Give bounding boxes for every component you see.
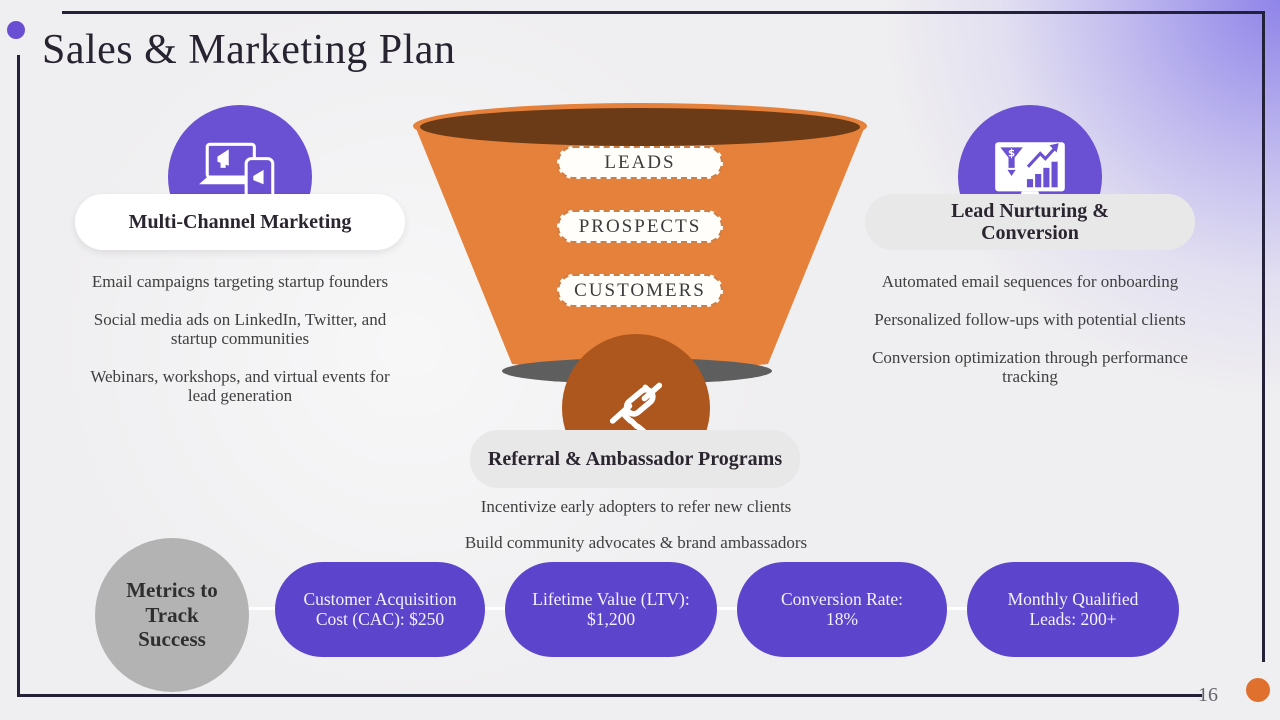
page-number: 16 [1198,684,1218,706]
metric-pill-qualified-leads: Monthly Qualified Leads: 200+ [967,562,1179,657]
referral-note-2: Build community advocates & brand ambass… [464,533,808,552]
purple-accent-dot [7,21,25,39]
metric-pill-cac: Customer Acquisition Cost (CAC): $250 [275,562,485,657]
right-section-title: Lead Nurturing & Conversion [951,199,1109,244]
frame-line-left [17,55,20,697]
funnel-stage-customers: CUSTOMERS [557,274,723,307]
left-section-title-pill: Multi-Channel Marketing [75,194,405,250]
list-item: Personalized follow-ups with potential c… [874,310,1186,329]
metric-pill-ltv: Lifetime Value (LTV): $1,200 [505,562,717,657]
frame-line-bottom [17,694,1202,697]
metric-pill-conversion-rate: Conversion Rate: 18% [737,562,947,657]
right-section-items: Automated email sequences for onboarding… [870,272,1190,405]
svg-text:$: $ [1008,148,1015,159]
list-item: Webinars, workshops, and virtual events … [90,367,390,405]
metrics-title: Metrics to Track Success [126,577,218,652]
left-section-items: Email campaigns targeting startup founde… [80,272,400,424]
list-item: Email campaigns targeting startup founde… [91,272,389,291]
right-section-title-pill: Lead Nurturing & Conversion [865,194,1195,250]
referral-title-pill: Referral & Ambassador Programs [470,430,800,488]
list-item: Automated email sequences for onboarding [881,272,1179,291]
funnel-stage-leads: LEADS [557,146,723,179]
handshake-icon [594,364,678,453]
list-item: Social media ads on LinkedIn, Twitter, a… [93,310,387,348]
frame-line-right [1262,11,1265,662]
referral-title: Referral & Ambassador Programs [487,447,783,470]
referral-note-1: Incentivize early adopters to refer new … [480,497,792,516]
page-title: Sales & Marketing Plan [42,27,456,73]
frame-line-top [62,11,1265,14]
orange-accent-dot [1246,678,1270,702]
list-item: Conversion optimization through performa… [872,348,1188,386]
left-section-title: Multi-Channel Marketing [128,210,352,233]
metrics-title-circle: Metrics to Track Success [95,538,249,692]
funnel-stage-prospects: PROSPECTS [557,210,723,243]
